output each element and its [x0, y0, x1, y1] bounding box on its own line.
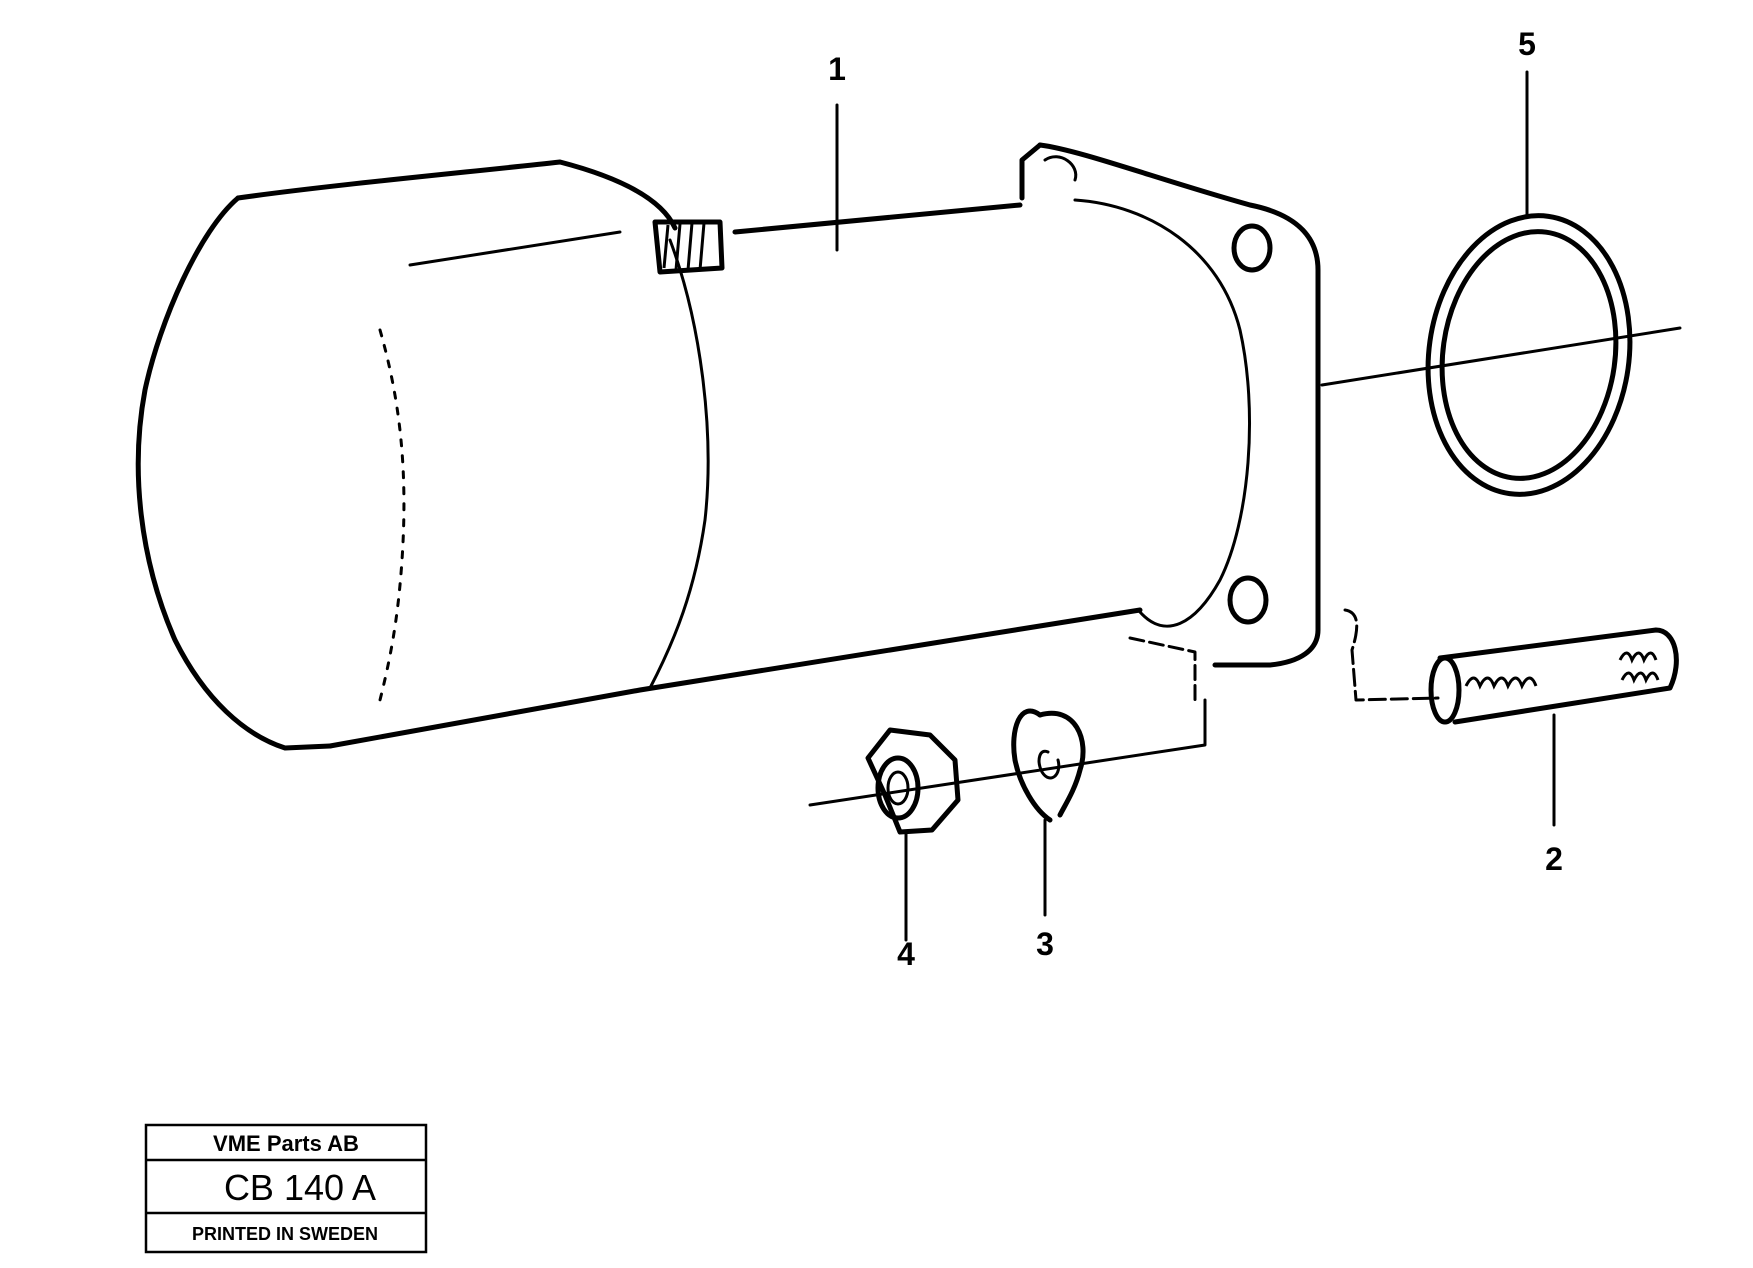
- axis-line-nut-washer: [808, 698, 1207, 807]
- flange-hole-upper: [1231, 223, 1273, 273]
- nut-bore-inner: [886, 770, 910, 806]
- callout-4: 4: [897, 936, 915, 972]
- part-4-nut: [865, 727, 961, 835]
- title-block-printed: PRINTED IN SWEDEN: [192, 1224, 378, 1244]
- stud-threads: [662, 222, 706, 271]
- flange-hole-lower: [1227, 575, 1269, 625]
- o-ring-outer: [1425, 213, 1633, 497]
- housing-end-cap-outline: [135, 195, 333, 751]
- washer-outer-left: [1011, 708, 1053, 823]
- leader-lines: [835, 70, 1556, 942]
- axis-line-flange-hole: [1128, 636, 1197, 702]
- o-ring-inner: [1439, 229, 1619, 481]
- nut-hex-outline: [865, 727, 961, 835]
- housing-cap-shading: [378, 328, 406, 702]
- part-3-washer: [1011, 708, 1086, 823]
- flange-bore-outline: [1073, 198, 1252, 628]
- callout-2: 2: [1545, 841, 1563, 877]
- title-block-company: VME Parts AB: [213, 1131, 359, 1156]
- title-block-code: CB 140 A: [224, 1167, 376, 1208]
- flange-top-hole: [1043, 155, 1078, 182]
- stud-outline: [652, 219, 725, 275]
- part-1-housing: [135, 142, 1321, 751]
- housing-body-top-edge: [732, 202, 1023, 235]
- axis-line-o-ring: [1320, 326, 1682, 387]
- title-block-frame: [144, 1123, 428, 1254]
- housing-stud: [652, 219, 725, 275]
- assembly-lines: [808, 326, 1682, 807]
- axis-line-stud-2: [1343, 608, 1440, 702]
- stud-2-body: [1437, 627, 1679, 725]
- part-5-o-ring: [1425, 213, 1633, 497]
- callout-3: 3: [1036, 926, 1054, 962]
- washer-outer-right: [1037, 710, 1086, 818]
- part-2-stud: [1428, 627, 1679, 725]
- housing-cap-rim: [648, 238, 710, 690]
- callout-5: 5: [1518, 26, 1536, 62]
- stud-2-threads-right: [1618, 651, 1660, 684]
- washer-inner: [1037, 749, 1061, 780]
- callout-1: 1: [828, 51, 846, 87]
- flange-outline: [1037, 142, 1321, 668]
- title-block: VME Parts AB CB 140 A PRINTED IN SWEDEN: [144, 1123, 428, 1254]
- stud-2-threads-left: [1464, 676, 1538, 690]
- housing-body-bottom-edge: [327, 607, 1143, 749]
- housing-cap-top-edge: [235, 159, 678, 231]
- stud-2-end-left: [1428, 655, 1462, 725]
- flange-top-left: [1019, 142, 1043, 201]
- housing-cap-highlight: [408, 230, 622, 267]
